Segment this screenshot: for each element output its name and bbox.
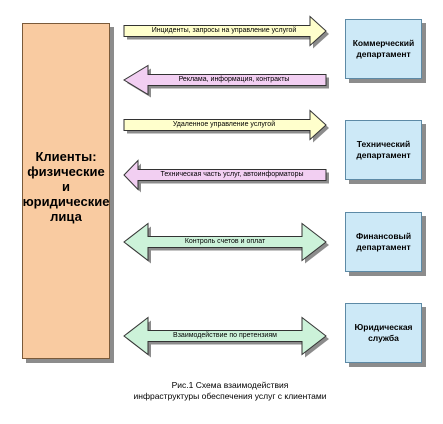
department-legal-box: Юридическая служба: [345, 303, 422, 363]
flow-label-remote-management: Удаленное управление услугой: [172, 121, 276, 128]
department-financial-box: Финансовый департамент: [345, 212, 422, 272]
department-technical-label: Технический департамент: [356, 139, 411, 160]
figure-caption: Рис.1 Схема взаимодействия инфраструктур…: [80, 380, 380, 402]
flow-arrow-billing-control: [123, 222, 327, 262]
flow-arrow-advertising: [123, 64, 327, 96]
flow-label-advertising: Реклама, информация, контракты: [178, 76, 290, 83]
department-commercial-label: Коммерческий департамент: [352, 38, 415, 59]
clients-label: Клиенты: физические и юридические лица: [22, 148, 110, 224]
flow-arrow-remote-management: [123, 109, 327, 141]
department-technical-box: Технический департамент: [345, 120, 422, 180]
clients-box: Клиенты: физические и юридические лица: [22, 23, 110, 359]
department-legal-label: Юридическая служба: [354, 322, 413, 343]
flow-arrow-incidents: [123, 15, 327, 47]
flow-label-claims: Взаимодействие по претензиям: [173, 332, 277, 339]
flow-label-billing-control: Контроль счетов и оплат: [184, 238, 266, 245]
caption-line-1: Рис.1 Схема взаимодействия: [171, 380, 289, 390]
department-commercial-box: Коммерческий департамент: [345, 19, 422, 79]
flow-arrow-technical-part: [123, 159, 327, 191]
department-financial-label: Финансовый департамент: [355, 231, 412, 252]
flow-label-technical-part: Техническая часть услуг, автоинформаторы: [160, 171, 304, 178]
caption-line-2: инфраструктуры обеспечения услуг с клиен…: [133, 391, 327, 401]
flow-label-incidents: Инциденты, запросы на управление услугой: [151, 27, 297, 34]
flow-arrow-claims: [123, 316, 327, 356]
